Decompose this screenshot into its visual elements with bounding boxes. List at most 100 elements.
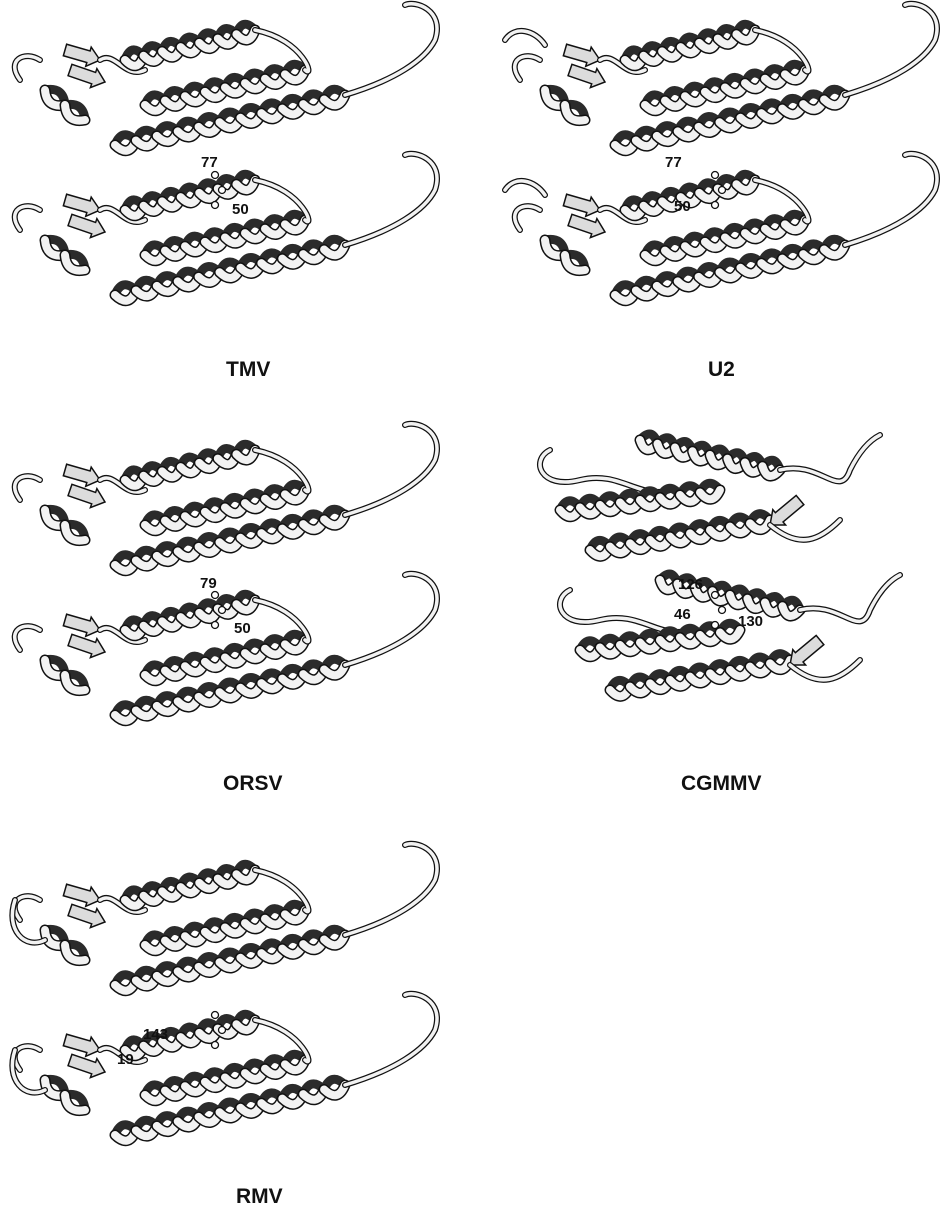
cgmmv-caption: CGMMV: [681, 772, 762, 796]
residue-atom-marker: [712, 592, 719, 599]
cgmmv-residue-126-label: 126: [678, 576, 703, 593]
protein-monomer: [15, 154, 437, 301]
helix: [125, 864, 255, 906]
beta-strand: [563, 44, 600, 66]
n-terminal-loop: [15, 476, 40, 500]
n-terminal-loop: [15, 896, 40, 920]
helix: [640, 434, 780, 476]
u2-residue-77-label: 77: [665, 154, 682, 171]
beta-strand: [63, 464, 100, 486]
c-terminal-loop: [345, 154, 437, 245]
loop: [560, 590, 690, 632]
beta-strand: [68, 904, 105, 927]
residue-atom-marker: [712, 622, 719, 629]
tmv-residue-77-label: 77: [201, 154, 218, 171]
residue-atom-marker: [219, 607, 226, 614]
residue-atom-marker: [219, 187, 226, 194]
beta-strand: [68, 634, 105, 657]
c-terminal-loop: [345, 4, 437, 95]
rmv-residue-143-label: 143: [143, 1026, 168, 1043]
residue-atom-marker: [219, 1027, 226, 1034]
helix: [45, 509, 85, 540]
beta-strand: [568, 214, 605, 237]
extra-loop: [505, 31, 545, 45]
beta-strand: [63, 884, 100, 906]
n-terminal-loop: [515, 206, 540, 230]
n-terminal-loop: [15, 626, 40, 650]
cgmmv-dimer-structure: [500, 420, 950, 760]
residue-atom-marker: [712, 172, 719, 179]
beta-strand: [63, 44, 100, 66]
c-terminal-loop: [345, 994, 437, 1085]
helix: [545, 239, 585, 270]
n-terminal-loop: [515, 56, 540, 80]
protein-monomer: [15, 4, 437, 151]
tmv-caption: TMV: [226, 358, 270, 382]
n-terminal-loop: [15, 56, 40, 80]
residue-atom-marker: [212, 1042, 219, 1049]
protein-monomer: [505, 154, 937, 301]
beta-strand: [63, 614, 100, 636]
c-terminal-loop: [845, 154, 937, 245]
rmv-residue-19-label: 19: [117, 1051, 134, 1068]
panel-orsv: 79 50 ORSV: [0, 420, 470, 810]
beta-strand: [563, 194, 600, 216]
protein-monomer: [12, 994, 437, 1141]
residue-atom-marker: [212, 1012, 219, 1019]
protein-monomer: [12, 844, 437, 991]
u2-dimer-structure: [500, 0, 950, 340]
orsv-residue-79-label: 79: [200, 575, 217, 592]
residue-atom-marker: [212, 172, 219, 179]
panel-rmv: 143 19 RMV: [0, 840, 470, 1217]
helix: [45, 929, 85, 960]
protein-monomer: [505, 4, 937, 151]
beta-strand: [68, 64, 105, 87]
panel-u2: 77 50 U2: [500, 0, 950, 400]
c-terminal-loop: [845, 4, 937, 95]
panel-tmv: 77 50 TMV: [0, 0, 470, 400]
beta-strand: [790, 635, 824, 665]
protein-monomer: [15, 424, 437, 571]
rmv-dimer-structure: [0, 840, 470, 1175]
u2-residue-50-label: 50: [674, 198, 691, 215]
beta-strand: [68, 214, 105, 237]
c-terminal-loop: [345, 574, 437, 665]
residue-atom-marker: [719, 607, 726, 614]
c-terminal-loop: [345, 424, 437, 515]
n-terminal-loop: [15, 206, 40, 230]
beta-strand: [770, 495, 804, 525]
helix: [625, 24, 755, 66]
residue-atom-marker: [212, 202, 219, 209]
tmv-residue-50-label: 50: [232, 201, 249, 218]
helix: [610, 654, 790, 697]
n-terminal-loop: [15, 1046, 40, 1070]
loop: [780, 435, 880, 481]
helix: [45, 239, 85, 270]
helix: [45, 89, 85, 120]
rmv-caption: RMV: [236, 1185, 283, 1209]
helix: [590, 514, 770, 557]
helix: [545, 89, 585, 120]
tmv-dimer-structure: [0, 0, 470, 340]
helix: [125, 24, 255, 66]
loop: [540, 450, 670, 492]
residue-atom-marker: [719, 187, 726, 194]
orsv-caption: ORSV: [223, 772, 283, 796]
orsv-dimer-structure: [0, 420, 470, 760]
u2-caption: U2: [708, 358, 735, 382]
protein-monomer: [560, 574, 900, 696]
beta-strand: [68, 1054, 105, 1077]
helix: [45, 1079, 85, 1110]
beta-strand: [63, 1034, 100, 1056]
beta-strand: [568, 64, 605, 87]
residue-atom-marker: [212, 622, 219, 629]
extra-loop: [505, 181, 545, 195]
panel-cgmmv: 126 46 130 CGMMV: [500, 420, 950, 810]
residue-atom-marker: [212, 592, 219, 599]
helix: [125, 444, 255, 486]
residue-atom-marker: [712, 202, 719, 209]
loop: [800, 575, 900, 621]
helix: [45, 659, 85, 690]
c-terminal-loop: [345, 844, 437, 935]
cgmmv-residue-130-label: 130: [738, 613, 763, 630]
